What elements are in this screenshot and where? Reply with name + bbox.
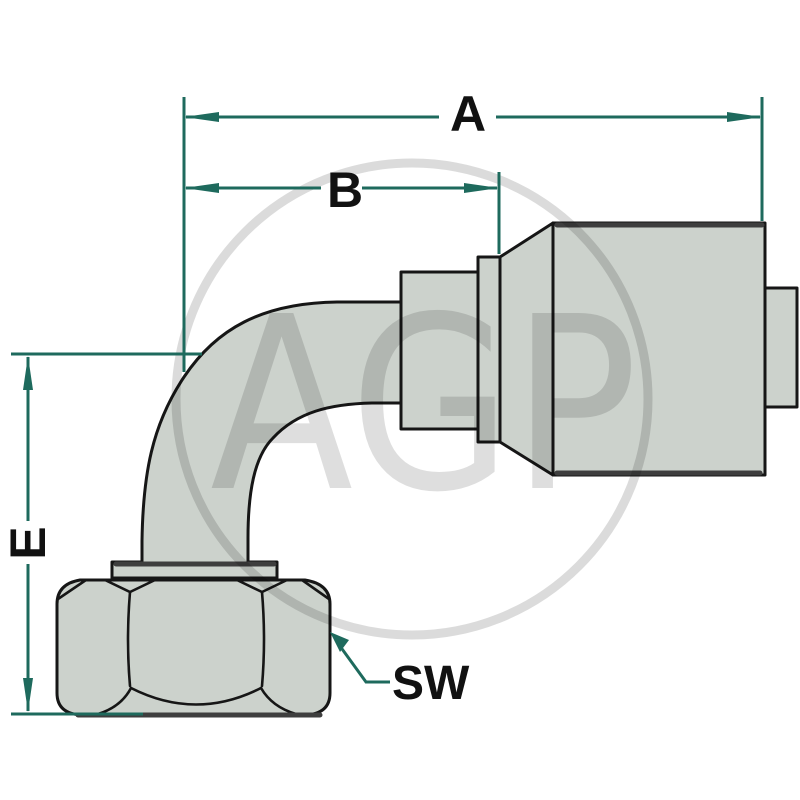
arrow-e-up bbox=[23, 356, 33, 390]
label-dimension-e: E bbox=[0, 526, 56, 559]
fitting-body bbox=[55, 221, 799, 718]
dimension-labels: A B E SW bbox=[0, 86, 486, 710]
arrow-a-left bbox=[184, 112, 219, 122]
arrow-a-right bbox=[727, 112, 762, 122]
watermark-logo-text: AGP bbox=[210, 265, 638, 545]
arrow-sw bbox=[330, 632, 349, 652]
watermark: AGP bbox=[171, 158, 653, 640]
arrow-b-right bbox=[464, 183, 499, 193]
dimension-arrowheads bbox=[23, 112, 762, 712]
elbow-tube bbox=[140, 300, 403, 565]
collar bbox=[399, 270, 480, 431]
sw-leader-line bbox=[335, 641, 390, 684]
hose-stem-step bbox=[763, 286, 799, 409]
label-wrench-size-sw: SW bbox=[392, 657, 470, 710]
label-dimension-a: A bbox=[450, 86, 486, 142]
arrow-b-left bbox=[184, 183, 219, 193]
arrow-e-down bbox=[23, 678, 33, 712]
label-dimension-b: B bbox=[327, 162, 363, 218]
watermark-circle bbox=[171, 158, 653, 640]
crimp-shell bbox=[551, 221, 767, 477]
